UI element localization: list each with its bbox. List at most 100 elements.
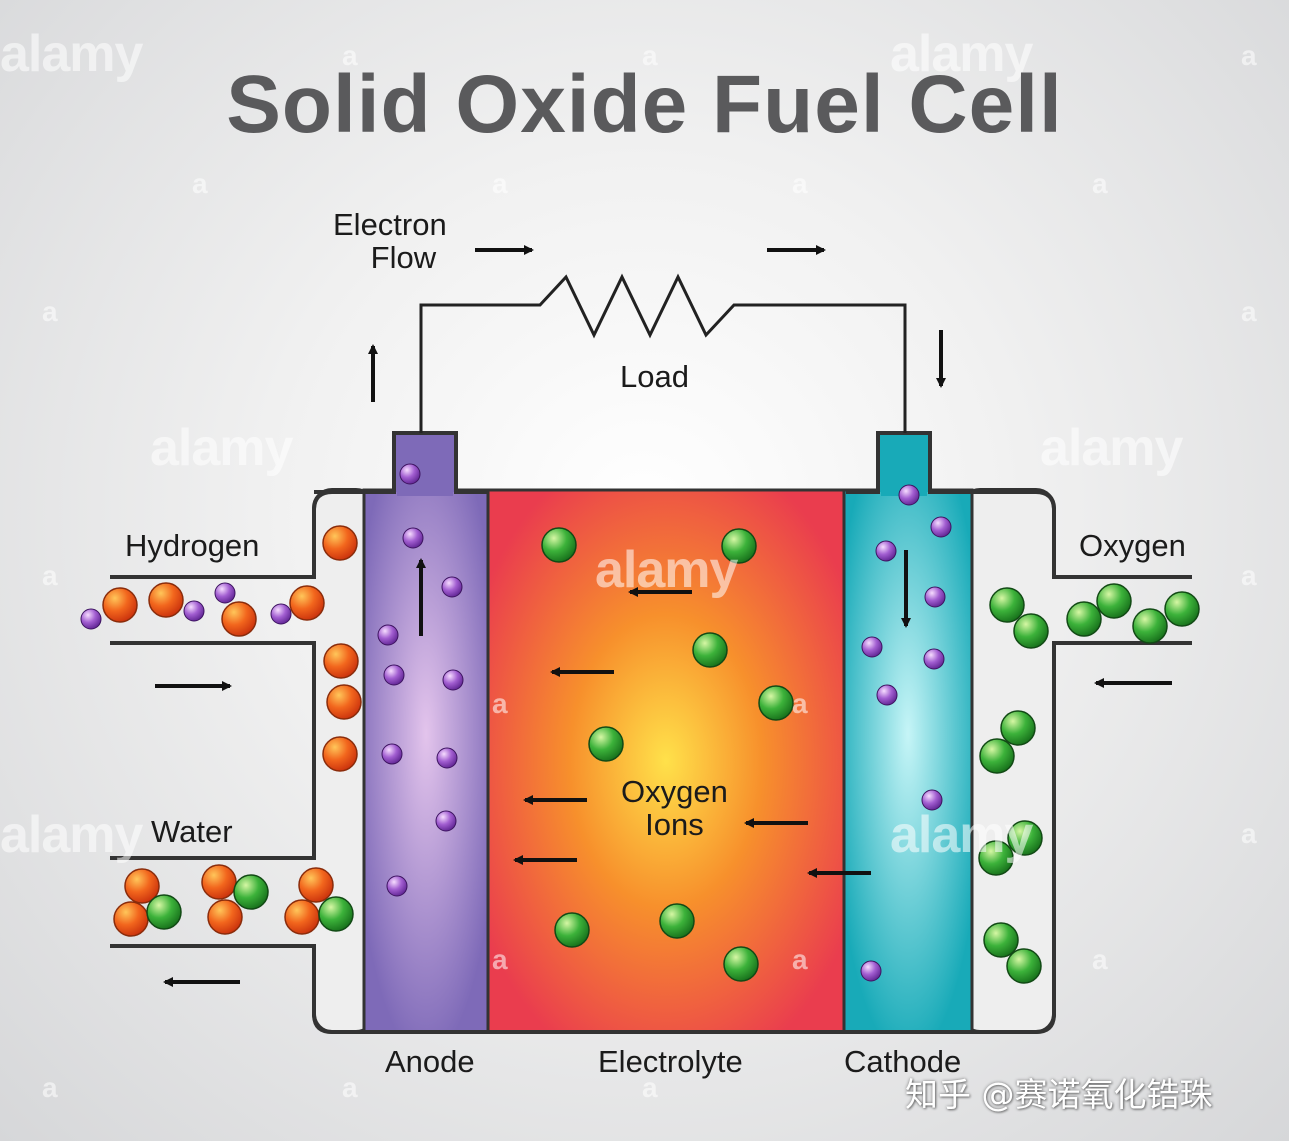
watermark-mark: a xyxy=(192,168,208,199)
electron xyxy=(386,875,408,897)
electron xyxy=(383,664,405,686)
oxygen-molecule xyxy=(723,946,759,982)
anode-terminal xyxy=(364,431,488,494)
oxygen-ions-label: Oxygen Ions xyxy=(621,775,728,842)
oxygen-molecule xyxy=(979,738,1015,774)
water-molecules xyxy=(113,864,354,937)
electron-flow-line2: Flow xyxy=(370,240,437,276)
electron xyxy=(436,747,458,769)
electron xyxy=(930,516,952,538)
oxygen-ions-line1: Oxygen xyxy=(621,774,728,809)
oxygen-molecules xyxy=(541,527,1200,984)
electrons xyxy=(80,463,952,982)
oxygen-inlet-pipe xyxy=(1052,575,1192,645)
external-circuit-wire xyxy=(419,273,907,433)
oxygen-molecule xyxy=(692,632,728,668)
electron xyxy=(441,576,463,598)
watermark-mark: a xyxy=(492,944,508,975)
water-hydrogen xyxy=(207,899,243,935)
watermark-mark: a xyxy=(42,1072,58,1103)
hydrogen-molecule xyxy=(322,736,358,772)
watermark: alamy xyxy=(150,419,293,477)
water-hydrogen xyxy=(113,901,149,937)
hydrogen-molecule xyxy=(323,643,359,679)
electron xyxy=(377,624,399,646)
electron xyxy=(923,648,945,670)
hydrogen-molecules xyxy=(102,525,362,772)
electron xyxy=(924,586,946,608)
oxygen-molecule xyxy=(1066,601,1102,637)
watermark-mark: a xyxy=(1241,40,1257,71)
watermark-mark: a xyxy=(1241,560,1257,591)
electron xyxy=(183,600,205,622)
electron xyxy=(399,463,421,485)
anode-layer xyxy=(362,488,490,1034)
electron-flow-label: Electron Flow xyxy=(333,208,447,275)
watermark-mark: a xyxy=(1092,944,1108,975)
watermark: alamy xyxy=(0,25,143,83)
water-hydrogen xyxy=(124,868,160,904)
watermark: alamy xyxy=(595,541,738,599)
water-outlet-pipe xyxy=(110,856,316,948)
watermark-mark: a xyxy=(1241,296,1257,327)
water-hydrogen xyxy=(298,867,334,903)
anode-label: Anode xyxy=(385,1044,475,1079)
oxygen-molecule xyxy=(1007,820,1043,856)
water-hydrogen xyxy=(201,864,237,900)
watermark-mark: a xyxy=(342,40,358,71)
oxygen-molecule xyxy=(1096,583,1132,619)
watermark: alamy xyxy=(0,806,143,864)
electron xyxy=(270,603,292,625)
electron xyxy=(876,684,898,706)
oxygen-molecule xyxy=(983,922,1019,958)
cathode-label: Cathode xyxy=(844,1044,962,1079)
hydrogen-label: Hydrogen xyxy=(125,528,260,563)
oxygen-molecule xyxy=(1000,710,1036,746)
hydrogen-molecule xyxy=(289,585,325,621)
hydrogen-molecule xyxy=(326,684,362,720)
electron xyxy=(921,789,943,811)
oxygen-molecule xyxy=(758,685,794,721)
watermark-mark: a xyxy=(792,944,808,975)
electron xyxy=(898,484,920,506)
flow-arrows xyxy=(155,245,1172,987)
credit-watermark: 知乎 @赛诺氧化锆珠 xyxy=(905,1075,1213,1114)
oxygen-molecule xyxy=(1013,613,1049,649)
water-label: Water xyxy=(151,814,233,849)
watermark-mark: a xyxy=(642,40,658,71)
hydrogen-inlet-pipe xyxy=(110,575,316,645)
water-hydrogen xyxy=(284,899,320,935)
electron xyxy=(860,960,882,982)
water-oxygen xyxy=(146,894,182,930)
watermark-mark: a xyxy=(1092,168,1108,199)
hydrogen-molecule xyxy=(148,582,184,618)
electron xyxy=(381,743,403,765)
electrolyte-label: Electrolyte xyxy=(598,1044,743,1079)
watermark-mark: a xyxy=(42,560,58,591)
load-label: Load xyxy=(620,359,689,394)
oxygen-molecule xyxy=(554,912,590,948)
oxygen-molecule xyxy=(1132,608,1168,644)
oxygen-molecule xyxy=(978,840,1014,876)
oxygen-molecule xyxy=(1006,948,1042,984)
watermark-mark: a xyxy=(792,168,808,199)
water-oxygen xyxy=(233,874,269,910)
watermark-mark: a xyxy=(792,688,808,719)
oxygen-molecule xyxy=(989,587,1025,623)
cathode-terminal xyxy=(846,431,970,494)
watermark-mark: a xyxy=(342,1072,358,1103)
electron xyxy=(214,582,236,604)
hydrogen-molecule xyxy=(221,601,257,637)
oxygen-ions-line2: Ions xyxy=(645,807,704,843)
oxygen-molecule xyxy=(659,903,695,939)
electron-flow-line1: Electron xyxy=(333,207,447,242)
page-title: Solid Oxide Fuel Cell xyxy=(226,59,1063,150)
watermark-mark: a xyxy=(1241,818,1257,849)
electron xyxy=(861,636,883,658)
watermark-mark: a xyxy=(642,1072,658,1103)
electron xyxy=(875,540,897,562)
oxygen-molecule xyxy=(721,528,757,564)
gas-pipes xyxy=(110,575,1192,948)
